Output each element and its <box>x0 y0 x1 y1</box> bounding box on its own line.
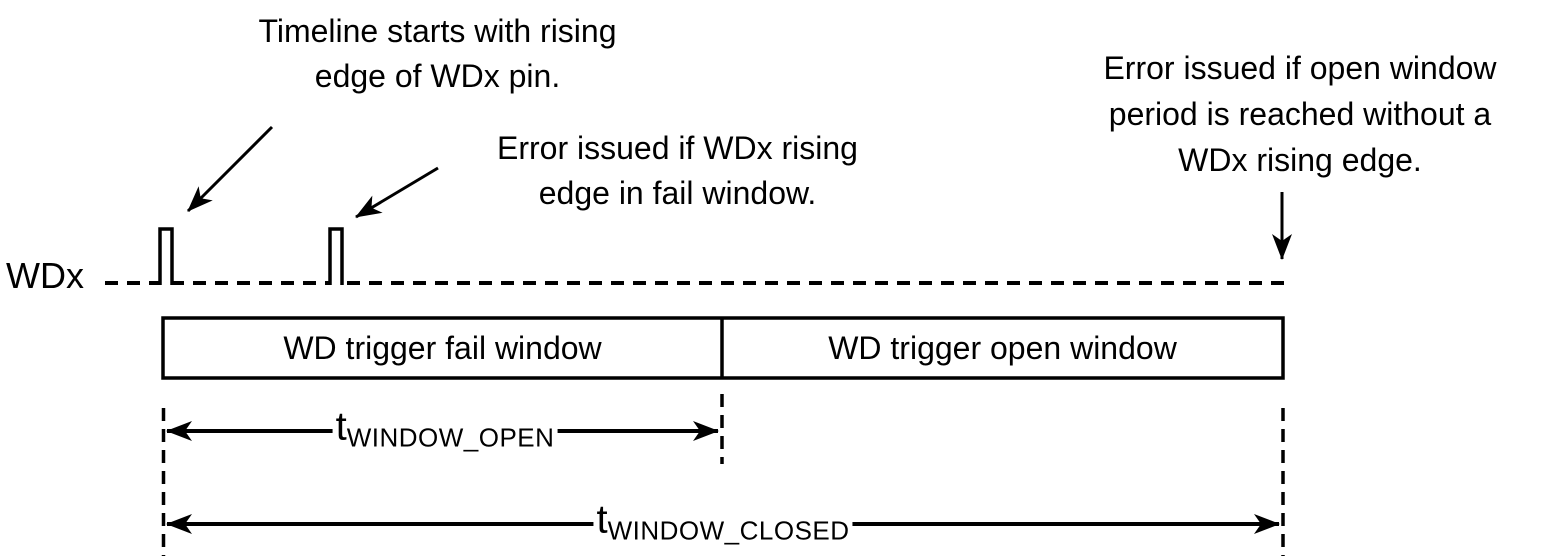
t-window-open-symbol: t <box>335 404 347 449</box>
t-window-open-label: tWINDOW_OPEN <box>332 404 558 458</box>
annotation-open-window-error-line3: WDx rising edge. <box>1178 142 1422 178</box>
fail-window-box-label: WD trigger fail window <box>283 329 602 366</box>
annotation-timeline-start-line1: Timeline starts with rising <box>258 13 617 49</box>
annotation-open-window-error-line1: Error issued if open window <box>1103 50 1497 86</box>
wdx-pulse-first <box>158 227 174 285</box>
open-window-box-label: WD trigger open window <box>828 329 1177 366</box>
annotation-fail-window-error-line1: Error issued if WDx rising <box>497 130 858 166</box>
annotation-open-window-error-line2: period is reached without a <box>1108 96 1492 132</box>
t-window-closed-symbol: t <box>596 497 608 542</box>
annotation-open-window-error: Error issued if open window period is re… <box>1044 45 1541 183</box>
annotation-timeline-start: Timeline starts with rising edge of WDx … <box>185 9 690 99</box>
annotation-timeline-start-line2: edge of WDx pin. <box>314 58 561 94</box>
annotation-fail-window-error: Error issued if WDx rising edge in fail … <box>425 126 930 216</box>
fail-window-error-pointer-arrow <box>355 166 439 219</box>
wdx-signal-label: WDx <box>6 255 84 296</box>
t-window-open-subscript: WINDOW_OPEN <box>346 422 555 453</box>
annotation-fail-window-error-line2: edge in fail window. <box>538 175 817 211</box>
t-window-closed-subscript: WINDOW_CLOSED <box>607 515 850 546</box>
t-window-closed-label: tWINDOW_CLOSED <box>593 497 853 551</box>
wdx-pulse-second <box>328 227 344 285</box>
timeline-start-pointer-arrow <box>186 125 274 213</box>
